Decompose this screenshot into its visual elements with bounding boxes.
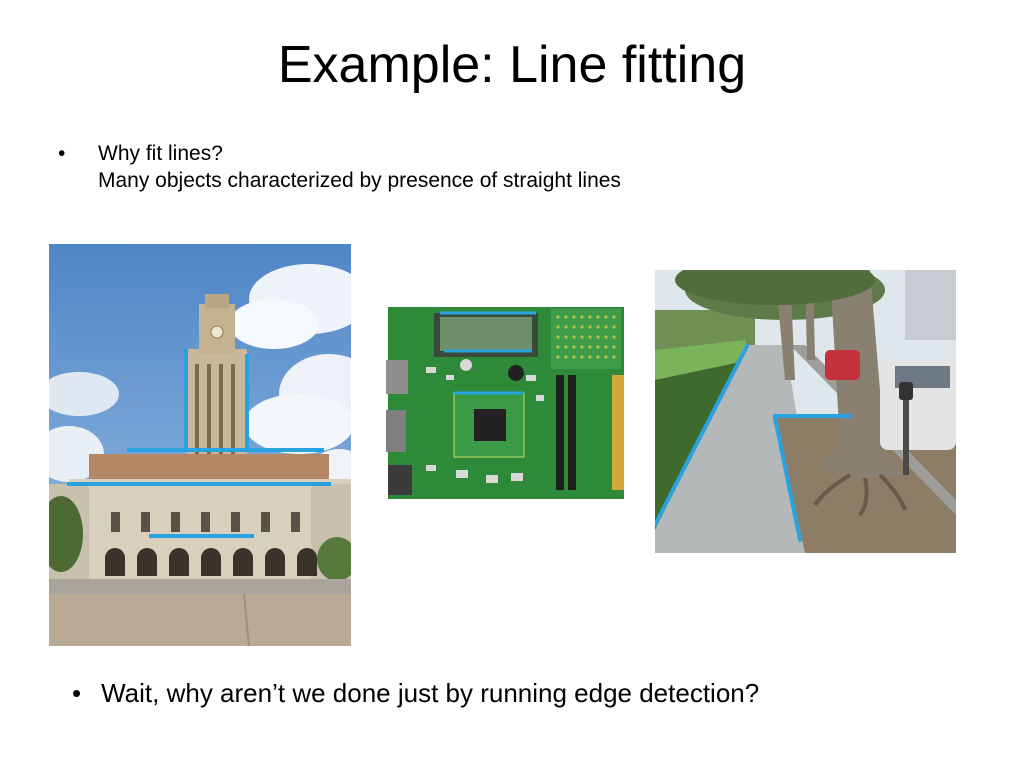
bullet-dot: • xyxy=(72,678,82,708)
tower-photo xyxy=(49,244,351,646)
bullet-why-fit-lines: • Why fit lines? Many objects characteri… xyxy=(58,140,621,194)
bullet-text: Wait, why aren’t we done just by running… xyxy=(101,678,760,708)
bullet-dot: • xyxy=(58,142,66,165)
circuit-board-photo xyxy=(386,305,626,501)
bullet-line-question: Why fit lines? xyxy=(98,142,223,165)
slide-title: Example: Line fitting xyxy=(277,36,747,94)
bullet-line-explanation: Many objects characterized by presence o… xyxy=(98,169,621,192)
bullet-edge-detection-question: • Wait, why aren’t we done just by runnin… xyxy=(72,676,759,710)
sidewalk-photo xyxy=(655,270,956,553)
